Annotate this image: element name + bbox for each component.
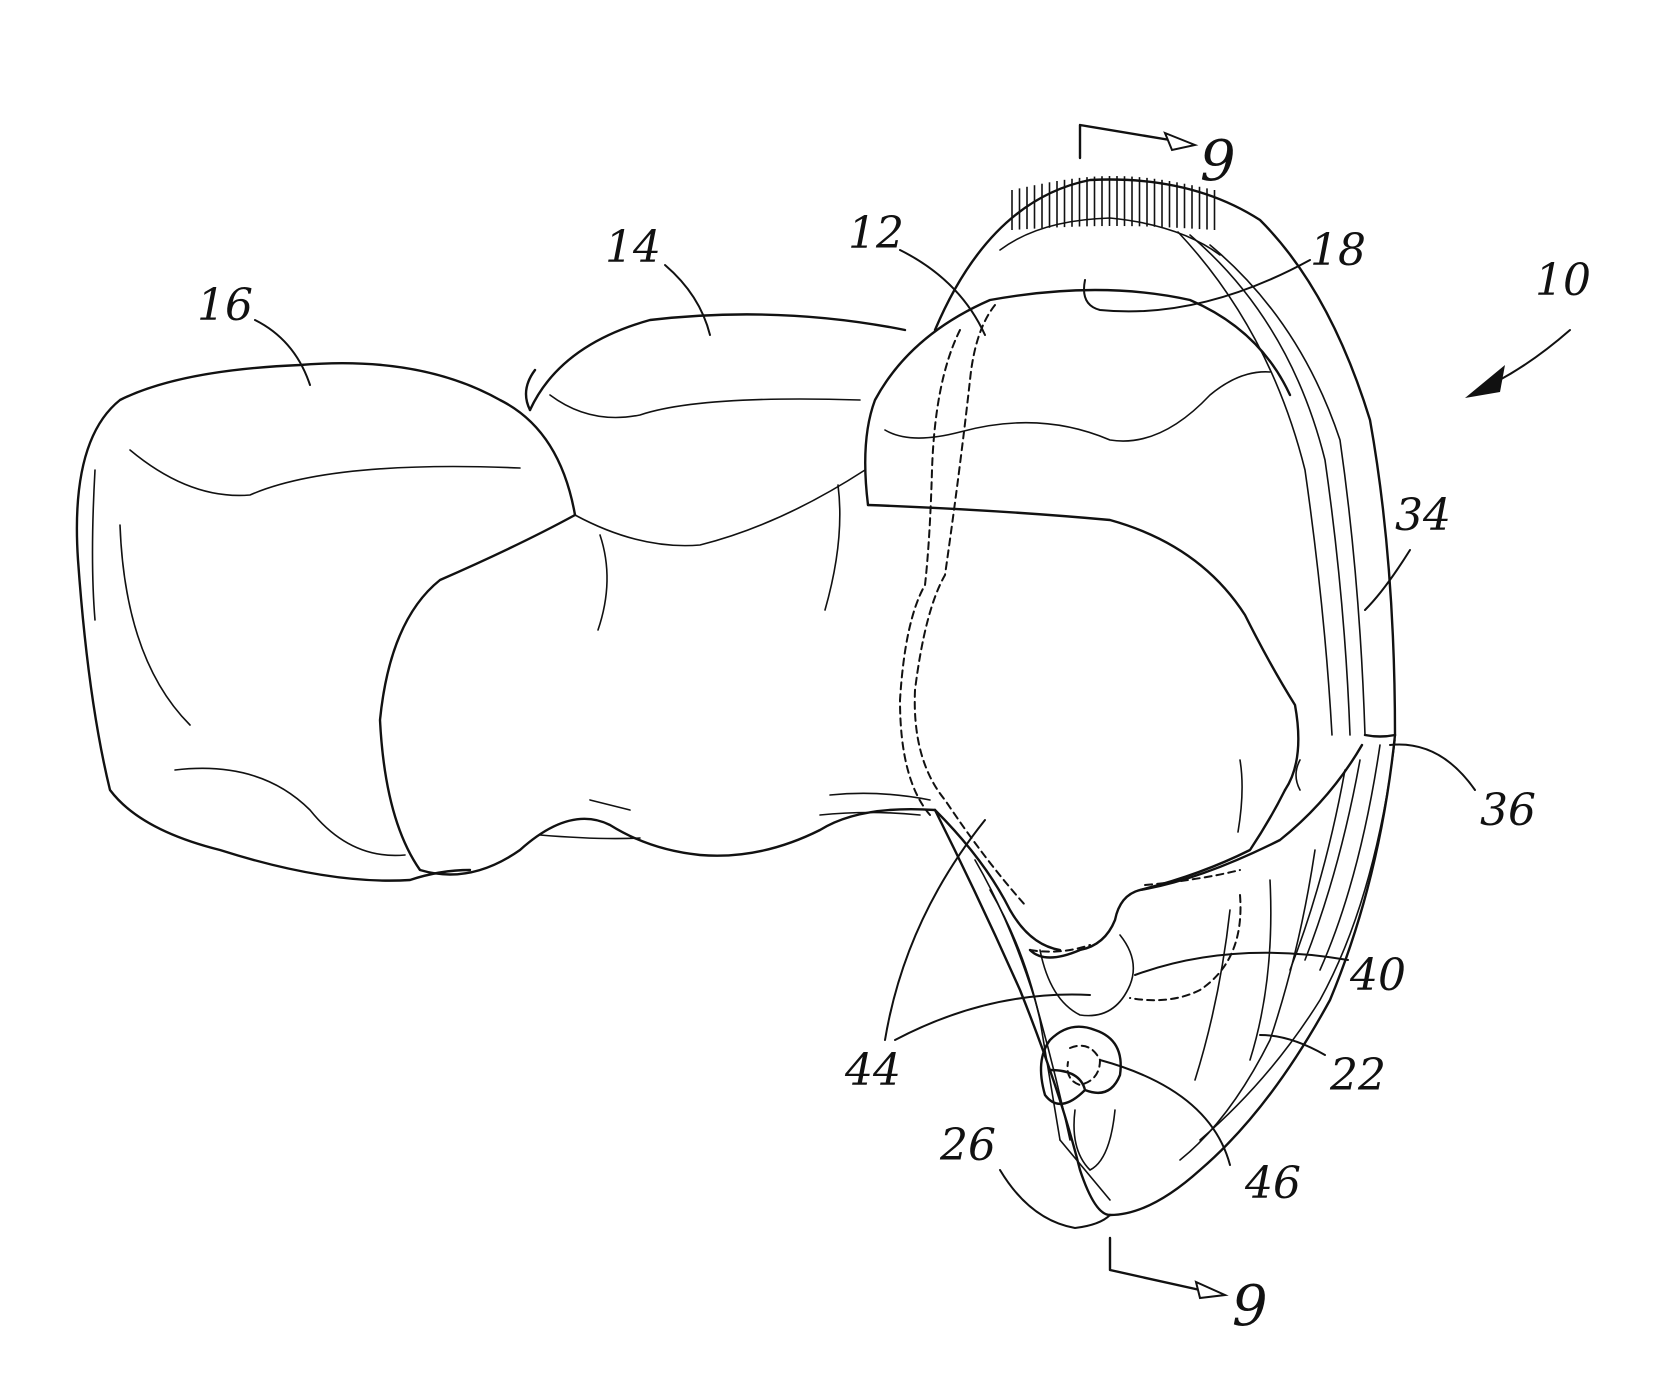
leader-44b bbox=[894, 993, 1091, 1041]
section-indicator-bottom bbox=[1108, 1236, 1229, 1300]
arrow-10 bbox=[1465, 329, 1571, 398]
leader-18 bbox=[1083, 259, 1311, 313]
label-44: 44 bbox=[844, 1045, 901, 1096]
tooth-16-drawing bbox=[75, 362, 577, 882]
leader-lines bbox=[254, 249, 1476, 1230]
leader-14 bbox=[664, 264, 711, 336]
tooth-14-drawing bbox=[378, 313, 937, 876]
label-46: 46 bbox=[1244, 1158, 1301, 1209]
leader-12 bbox=[899, 249, 986, 336]
tooth-12-drawing bbox=[864, 288, 1301, 959]
section-label-top: 9 bbox=[1200, 129, 1236, 194]
leader-40 bbox=[1134, 951, 1349, 976]
label-12: 12 bbox=[848, 208, 904, 259]
label-16: 16 bbox=[197, 280, 253, 331]
leader-34 bbox=[1364, 549, 1411, 611]
leader-22 bbox=[1259, 1034, 1326, 1056]
section-indicator-top bbox=[1078, 123, 1199, 160]
label-26: 26 bbox=[939, 1120, 996, 1171]
label-36: 36 bbox=[1480, 785, 1536, 836]
label-22: 22 bbox=[1329, 1050, 1386, 1101]
leader-36 bbox=[1389, 743, 1476, 791]
label-14: 14 bbox=[605, 222, 661, 273]
shell-drawing bbox=[933, 178, 1397, 1217]
label-10: 10 bbox=[1535, 255, 1591, 306]
leader-44a bbox=[884, 819, 986, 1041]
lobe-drawing bbox=[1039, 934, 1135, 1171]
leader-26 bbox=[999, 1169, 1111, 1230]
leader-16 bbox=[254, 319, 311, 386]
section-label-bottom: 9 bbox=[1232, 1274, 1268, 1339]
leader-46 bbox=[1099, 1059, 1231, 1166]
shaded-band bbox=[1011, 176, 1216, 230]
dashed-outline bbox=[898, 304, 1242, 1002]
label-40: 40 bbox=[1349, 950, 1406, 1001]
label-18: 18 bbox=[1310, 225, 1366, 276]
label-34: 34 bbox=[1395, 490, 1451, 541]
